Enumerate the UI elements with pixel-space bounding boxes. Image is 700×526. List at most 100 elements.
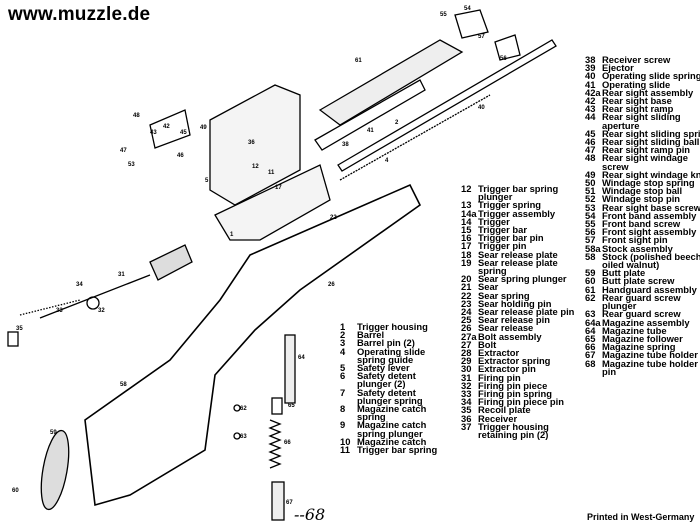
callout-label: 35 xyxy=(16,326,23,332)
part-number: 34 xyxy=(461,396,472,408)
part-number: 6 xyxy=(340,370,346,382)
part-name: Rear sight assembly xyxy=(602,86,694,98)
front-band xyxy=(494,34,521,61)
part-name: Windage stop spring xyxy=(602,177,695,189)
part-name: Stock assembly xyxy=(602,242,673,254)
part-number: 22 xyxy=(461,289,472,301)
part-name: Handguard assembly xyxy=(602,283,697,295)
part-name: Sear release plate xyxy=(478,248,558,260)
part-name: Magazine catch spring plunger xyxy=(357,419,427,439)
part-number: 29 xyxy=(461,355,472,367)
part-name: Trigger bar spring xyxy=(357,444,438,456)
part-name: Trigger xyxy=(478,215,510,227)
part-number: 36 xyxy=(461,412,472,424)
part-name: Rear sight base screw xyxy=(602,201,700,213)
operating-slide-spring xyxy=(339,94,491,181)
part-number: 63 xyxy=(585,308,596,320)
callout-label: 46 xyxy=(177,153,184,159)
callout-label: 55 xyxy=(440,12,447,18)
part-number: 7 xyxy=(340,386,346,398)
parts-list-item: 34 Firing pin piece pin xyxy=(461,396,588,408)
part-name: Rear sight windage screw xyxy=(602,152,688,172)
receiver xyxy=(209,84,301,206)
part-number: 24 xyxy=(461,306,472,318)
part-number: 64 xyxy=(585,324,596,336)
part-name: Bolt xyxy=(478,338,497,350)
parts-list-item: 64 Magazine tube xyxy=(585,324,700,336)
part-number: 49 xyxy=(585,168,596,180)
part-name: Rear sight sliding spring xyxy=(602,127,700,139)
part-number: 53 xyxy=(585,201,596,213)
part-name: Sear holding pin xyxy=(478,297,552,309)
part-name: Magazine tube xyxy=(602,324,667,336)
part-name: Rear guard screw plunger xyxy=(602,291,681,312)
parts-list-item: 18 Sear release plate xyxy=(461,248,588,260)
part-number: 17 xyxy=(461,240,472,252)
part-number: 60 xyxy=(585,275,596,287)
part-name: Trigger housing retaining pin (2) xyxy=(478,420,549,441)
part-number: 62 xyxy=(585,291,596,303)
part-number: 4 xyxy=(340,345,346,357)
part-number: 9 xyxy=(340,419,346,431)
part-name: Sear release xyxy=(478,322,534,334)
part-number: 16 xyxy=(461,232,472,244)
part-name: Sear xyxy=(478,281,499,293)
part-name: Extractor xyxy=(478,347,520,359)
callout-label: 5 xyxy=(205,178,209,184)
part-number: 27 xyxy=(461,338,472,350)
part-number: 18 xyxy=(461,248,472,260)
parts-list-item: 53 Rear sight base screw xyxy=(585,201,700,213)
magazine-spring xyxy=(268,419,282,469)
callout-label: 34 xyxy=(76,282,83,288)
part-number: 48 xyxy=(585,152,596,164)
callout-label: 66 xyxy=(284,440,291,446)
part-number: 8 xyxy=(340,403,346,415)
callout-label: 11 xyxy=(268,170,275,176)
magazine-follower xyxy=(271,397,283,415)
recoil-plate xyxy=(7,331,19,347)
part-name: Bolt assembly xyxy=(478,330,542,342)
callout-label: 62 xyxy=(240,406,247,412)
part-number: 58a xyxy=(585,242,601,254)
part-name: Magazine spring xyxy=(602,341,676,353)
part-number: 23 xyxy=(461,297,472,309)
part-number: 51 xyxy=(585,185,596,197)
part-number: 47 xyxy=(585,144,596,156)
part-number: 27a xyxy=(461,330,477,342)
part-name: Rear sight ramp pin xyxy=(602,144,691,156)
part-number: 13 xyxy=(461,199,472,211)
part-number: 67 xyxy=(585,349,596,361)
part-name: Extractor spring xyxy=(478,355,551,367)
part-name: Extractor pin xyxy=(478,363,536,375)
callout-label: 22 xyxy=(330,215,337,221)
callout-label: 12 xyxy=(252,164,259,170)
part-name: Firing pin piece pin xyxy=(478,396,564,408)
parts-list-item: 48 Rear sight windage screw xyxy=(585,152,700,172)
handwritten-note: --68 xyxy=(294,505,326,524)
